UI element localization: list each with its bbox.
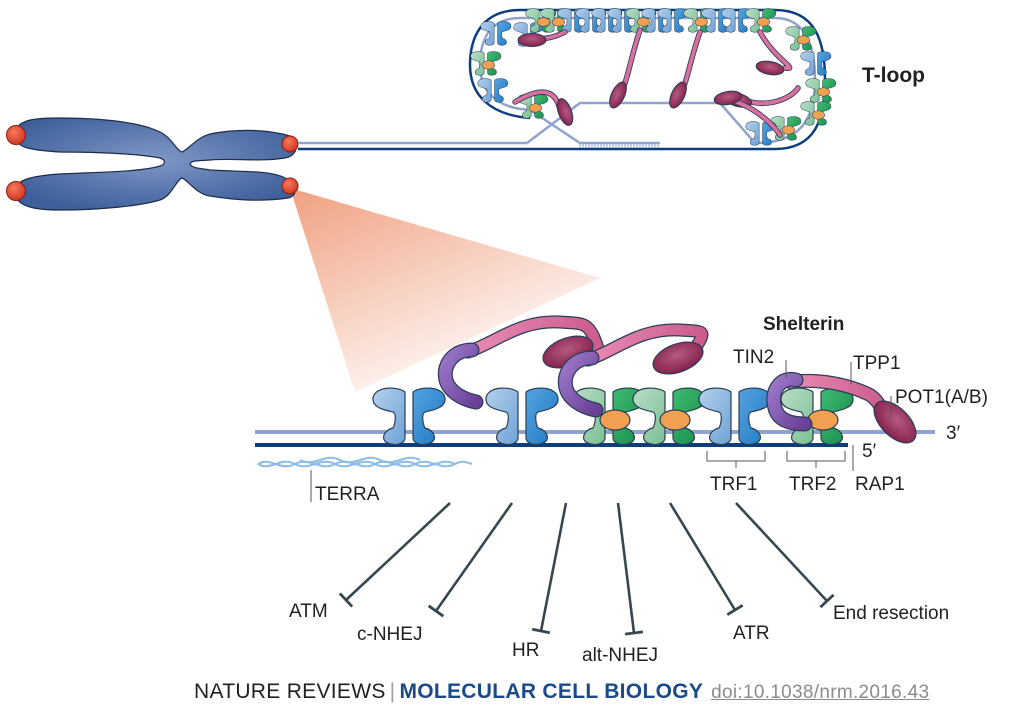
inhibition-line <box>668 502 737 611</box>
telomere-cap <box>6 125 26 145</box>
pot1 <box>713 90 743 106</box>
inhibition-bar <box>624 630 644 636</box>
pathway-label-alt-nhej: alt-NHEJ <box>582 645 658 666</box>
terra-rna <box>257 456 473 502</box>
pathway-label-atr: ATR <box>733 623 770 644</box>
doi-link[interactable]: doi:10.1038/nrm.2016.43 <box>711 682 930 703</box>
inhibition-line <box>434 502 514 612</box>
trf2-dimer <box>632 387 706 446</box>
inhibition-line <box>345 502 451 601</box>
pathway-label-atm: ATM <box>289 601 328 622</box>
trf1-dimer <box>698 387 772 446</box>
pot1 <box>669 81 687 109</box>
tpp1 <box>582 324 708 366</box>
pathway-label-c-nhej: c-NHEJ <box>357 624 422 645</box>
trf2-label: TRF2 <box>789 474 837 495</box>
shelterin-label: Shelterin <box>763 314 844 335</box>
pot1 <box>755 60 785 76</box>
inhibition-line <box>735 502 828 602</box>
trf2-dimer <box>746 9 776 33</box>
trf1-dimer <box>485 387 559 446</box>
pot1-label: POT1(A/B) <box>895 387 988 408</box>
inhibition-line <box>539 502 568 632</box>
tin2-label: TIN2 <box>733 347 774 368</box>
inhibition-bar <box>427 604 445 618</box>
tin2 <box>559 351 603 417</box>
pathway-label-end-resection: End resection <box>833 603 949 624</box>
tin2 <box>439 343 483 409</box>
tpp1 <box>743 86 800 106</box>
inhibition-bar <box>726 604 744 616</box>
inhibition-bar <box>819 593 835 609</box>
d-loop-hatching <box>579 143 659 148</box>
tpp1 <box>462 316 606 361</box>
trf1-dimer <box>478 79 508 103</box>
trf2-dimer <box>471 52 501 76</box>
zoom-fan <box>290 188 600 392</box>
tpp1-label: TPP1 <box>853 353 901 374</box>
rap1-label: RAP1 <box>855 474 905 495</box>
pot1 <box>556 98 574 126</box>
inhibition-line <box>616 502 636 634</box>
pot1 <box>517 33 547 47</box>
figure-credit: NATURE REVIEWS|MOLECULAR CELL BIOLOGY doi… <box>194 680 929 704</box>
inhibition-bar <box>531 627 551 635</box>
trf2-dimer <box>786 27 816 51</box>
trf1-label: TRF1 <box>710 474 758 495</box>
terra-label: TERRA <box>315 484 380 505</box>
pot1 <box>652 341 704 375</box>
trf2-dimer <box>801 102 831 126</box>
pathway-label-hr: HR <box>512 640 539 661</box>
credit-separator: | <box>389 680 396 703</box>
five-prime-label: 5′ <box>862 441 877 462</box>
pot1 <box>873 400 917 444</box>
telomere-cap <box>281 135 299 153</box>
tpp1 <box>758 30 792 71</box>
telomere-cap <box>281 177 299 195</box>
tin2 <box>767 373 812 431</box>
three-prime-label: 3′ <box>946 423 961 444</box>
journal-subject: MOLECULAR CELL BIOLOGY <box>399 680 704 703</box>
pot1 <box>609 81 627 109</box>
inhibition-bar <box>338 592 354 608</box>
chromosome <box>6 117 299 211</box>
trf1-dimer <box>372 387 446 446</box>
trf2-dimer <box>806 79 836 103</box>
journal-name: NATURE REVIEWS <box>194 680 386 703</box>
t-loop <box>298 9 836 151</box>
telomere-cap <box>6 181 26 201</box>
t-loop-label: T-loop <box>862 64 925 87</box>
